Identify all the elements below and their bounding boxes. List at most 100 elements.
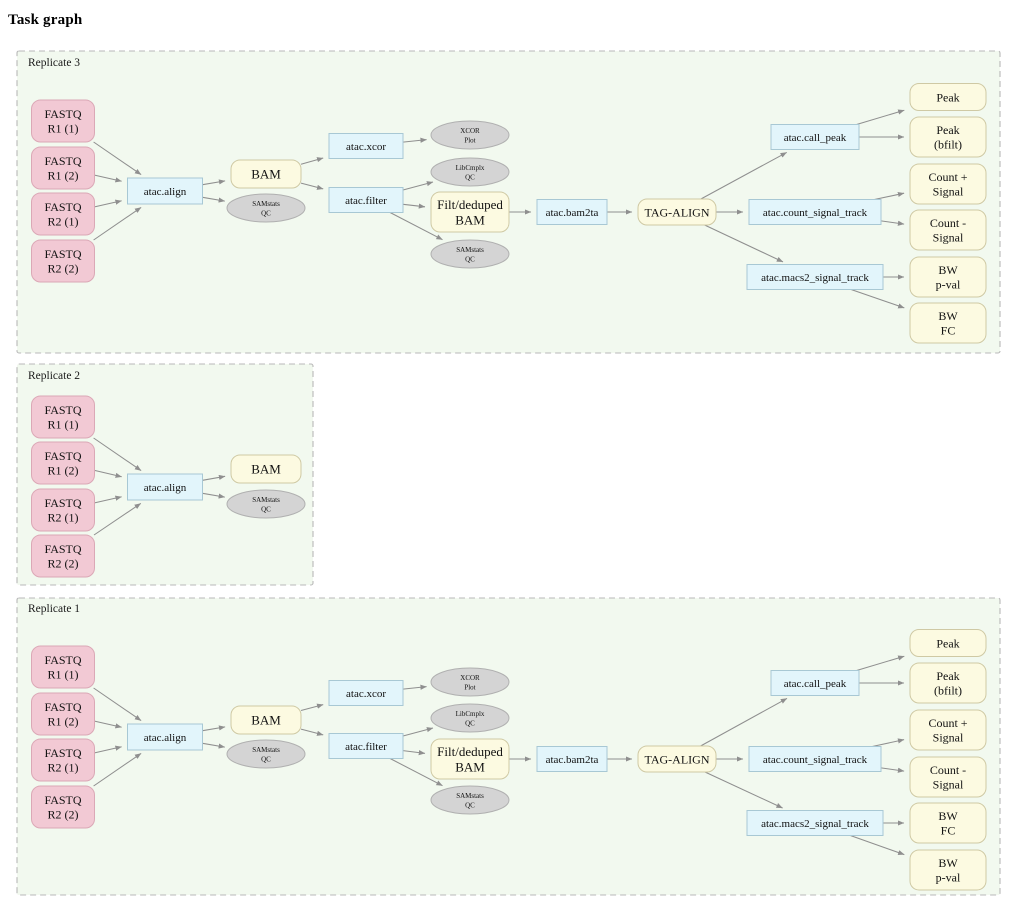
- node-shape[interactable]: [746, 264, 884, 290]
- node-shape[interactable]: [748, 199, 882, 225]
- node-shape[interactable]: [909, 302, 987, 344]
- node-shape[interactable]: [770, 124, 860, 150]
- node-shape[interactable]: [909, 256, 987, 298]
- node-bw_pval[interactable]: BWp-val: [909, 849, 987, 891]
- node-shape[interactable]: [31, 192, 95, 236]
- node-shape[interactable]: [328, 733, 404, 759]
- node-shape[interactable]: [430, 667, 510, 697]
- node-atac_bam2ta[interactable]: atac.bam2ta: [536, 199, 608, 225]
- node-shape[interactable]: [909, 802, 987, 844]
- node-count_plus_signal[interactable]: Count +Signal: [909, 163, 987, 205]
- node-shape[interactable]: [909, 709, 987, 751]
- node-count_minus_signal[interactable]: Count -Signal: [909, 756, 987, 798]
- node-shape[interactable]: [31, 738, 95, 782]
- node-shape[interactable]: [31, 146, 95, 190]
- node-shape[interactable]: [31, 239, 95, 283]
- node-shape[interactable]: [127, 177, 203, 205]
- node-shape[interactable]: [31, 395, 95, 439]
- node-shape[interactable]: [637, 745, 717, 773]
- node-atac_call_peak[interactable]: atac.call_peak: [770, 670, 860, 696]
- node-shape[interactable]: [909, 629, 987, 657]
- node-shape[interactable]: [909, 83, 987, 111]
- node-shape[interactable]: [230, 454, 302, 484]
- node-shape[interactable]: [127, 473, 203, 501]
- node-shape[interactable]: [328, 133, 404, 159]
- node-shape[interactable]: [909, 662, 987, 704]
- node-atac_align[interactable]: atac.align: [127, 473, 203, 501]
- node-shape[interactable]: [226, 193, 306, 223]
- node-shape[interactable]: [31, 692, 95, 736]
- node-shape[interactable]: [909, 849, 987, 891]
- node-shape[interactable]: [31, 534, 95, 578]
- node-bam[interactable]: BAM: [230, 454, 302, 484]
- node-count_plus_signal[interactable]: Count +Signal: [909, 709, 987, 751]
- node-shape[interactable]: [31, 441, 95, 485]
- node-shape[interactable]: [31, 785, 95, 829]
- node-shape[interactable]: [430, 120, 510, 150]
- node-tag_align[interactable]: TAG-ALIGN: [637, 745, 717, 773]
- node-shape[interactable]: [536, 746, 608, 772]
- node-bam[interactable]: BAM: [230, 159, 302, 189]
- node-shape[interactable]: [328, 680, 404, 706]
- node-peak_bfilt[interactable]: Peak(bfilt): [909, 662, 987, 704]
- node-shape[interactable]: [31, 488, 95, 532]
- node-shape[interactable]: [909, 209, 987, 251]
- node-atac_count_signal_track[interactable]: atac.count_signal_track: [748, 746, 882, 772]
- node-atac_align[interactable]: atac.align: [127, 177, 203, 205]
- node-atac_xcor[interactable]: atac.xcor: [328, 133, 404, 159]
- node-shape[interactable]: [430, 738, 510, 780]
- node-shape[interactable]: [430, 239, 510, 269]
- node-tag_align[interactable]: TAG-ALIGN: [637, 198, 717, 226]
- node-shape[interactable]: [909, 116, 987, 158]
- node-atac_align[interactable]: atac.align: [127, 723, 203, 751]
- node-shape[interactable]: [748, 746, 882, 772]
- node-shape[interactable]: [430, 703, 510, 733]
- node-peak[interactable]: Peak: [909, 83, 987, 111]
- node-shape[interactable]: [909, 163, 987, 205]
- node-shape[interactable]: [909, 756, 987, 798]
- node-atac_filter[interactable]: atac.filter: [328, 733, 404, 759]
- node-count_minus_signal[interactable]: Count -Signal: [909, 209, 987, 251]
- node-shape[interactable]: [226, 489, 306, 519]
- node-shape[interactable]: [746, 810, 884, 836]
- node-shape[interactable]: [536, 199, 608, 225]
- node-atac_filter[interactable]: atac.filter: [328, 187, 404, 213]
- node-atac_bam2ta[interactable]: atac.bam2ta: [536, 746, 608, 772]
- node-shape[interactable]: [430, 191, 510, 233]
- node-shape[interactable]: [328, 187, 404, 213]
- node-atac_xcor[interactable]: atac.xcor: [328, 680, 404, 706]
- node-bw_pval[interactable]: BWp-val: [909, 256, 987, 298]
- node-atac_count_signal_track[interactable]: atac.count_signal_track: [748, 199, 882, 225]
- node-bam[interactable]: BAM: [230, 705, 302, 735]
- node-atac_macs2_signal_track[interactable]: atac.macs2_signal_track: [746, 810, 884, 836]
- node-shape[interactable]: [770, 670, 860, 696]
- node-atac_macs2_signal_track[interactable]: atac.macs2_signal_track: [746, 264, 884, 290]
- node-shape[interactable]: [430, 157, 510, 187]
- node-atac_call_peak[interactable]: atac.call_peak: [770, 124, 860, 150]
- node-shape[interactable]: [127, 723, 203, 751]
- node-shape[interactable]: [31, 99, 95, 143]
- node-shape[interactable]: [637, 198, 717, 226]
